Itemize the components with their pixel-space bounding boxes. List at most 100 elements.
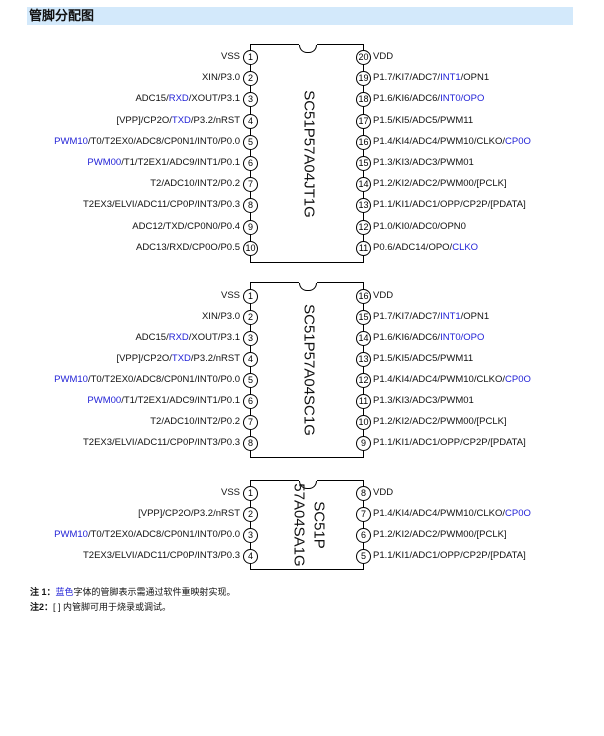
pin-function-text: PWM10 (54, 135, 88, 147)
pin-function-text: /T1/T2EX1/ADC9/INT1/P0.1 (121, 395, 240, 406)
pin-function-text: T2EX3/ELVI/ADC11/CP0P/INT3/P0.3 (83, 437, 240, 448)
pin-function-text: TXD (171, 353, 191, 364)
pin-function-text: VDD (373, 51, 394, 62)
pin-label: VDD (373, 487, 393, 499)
pin-function-text: P1.7/KI7/ADC7/ (373, 311, 441, 322)
pin-number: 5 (243, 373, 258, 388)
pin-function-text: ADC15/ (135, 332, 169, 343)
pin-label: XIN/P3.0 (202, 311, 240, 323)
pin-function-text: T2EX3/ELVI/ADC11/CP0P/INT3/P0.3 (83, 199, 240, 211)
note-2: 注2：[ ] 内管脚可用于烧录或调试。 (30, 602, 172, 612)
pin-function-text: XIN/P3.0 (201, 311, 240, 322)
pin-label: PWM00/T1/T2EX1/ADC9/INT1/P0.1 (87, 157, 240, 169)
chip-notch (299, 43, 317, 53)
pin-label: P1.2/KI2/ADC2/PWM00/[PCLK] (373, 178, 507, 190)
pin-label: P1.0/KI0/ADC0/OPN0 (373, 221, 466, 233)
pin-function-text: CLKO (452, 241, 479, 253)
pin-number: 6 (243, 156, 258, 171)
pin-number: 6 (356, 528, 371, 543)
pin-function-text: [VPP]/CP2O/P3.2/nRST (138, 508, 240, 519)
pin-number: 4 (243, 549, 258, 564)
pin-function-text: T2/ADC10/INT2/P0.2 (150, 416, 240, 427)
pin-function-text: INT0/OPO (440, 332, 485, 343)
pin-label: PWM10/T0/T2EX0/ADC8/CP0N1/INT0/P0.0 (54, 136, 240, 148)
pin-label: P1.5/KI5/ADC5/PWM11 (373, 115, 473, 127)
page-title: 管脚分配图 (27, 7, 573, 25)
pin-function-text: T2EX3/ELVI/ADC11/CP0P/INT3/P0.3 (83, 550, 240, 561)
pin-function-text: /T0/T2EX0/ADC8/CP0N1/INT0/P0.0 (87, 374, 240, 385)
pin-number: 6 (243, 394, 258, 409)
pin-number: 3 (243, 528, 258, 543)
pin-label: P1.1/KI1/ADC1/OPP/CP2P/[PDATA] (373, 437, 526, 449)
pin-number: 8 (243, 198, 258, 214)
pin-number: 5 (243, 134, 258, 150)
pin-number: 16 (356, 289, 371, 304)
pin-function-text: RXD (168, 332, 189, 343)
pin-number: 7 (243, 415, 258, 430)
pin-number: 10 (243, 240, 258, 256)
pin-function-text: INT1 (440, 72, 461, 84)
pin-function-text: TXD (171, 114, 191, 126)
pin-function-text: VSS (220, 487, 240, 498)
pin-function-text: CP0O (505, 508, 531, 519)
pin-function-text: P1.4/KI4/ADC4/PWM10/CLKO/ (373, 135, 505, 147)
pin-label: [VPP]/CP2O/TXD/P3.2/nRST (116, 115, 240, 127)
pin-function-text: ADC15/ (135, 93, 169, 105)
pin-function-text: /T1/T2EX1/ADC9/INT1/P0.1 (121, 157, 240, 168)
pin-function-text: [VPP]/CP2O/ (116, 353, 172, 364)
pin-function-text: /P3.2/nRST (190, 353, 240, 364)
pin-function-text: /T0/T2EX0/ADC8/CP0N1/INT0/P0.0 (87, 135, 240, 147)
pin-function-text: VSS (220, 290, 240, 301)
pin-function-text: P1.3/KI3/ADC3/PWM01 (373, 395, 474, 406)
pin-label: PWM00/T1/T2EX1/ADC9/INT1/P0.1 (87, 395, 240, 407)
pin-number: 17 (356, 113, 371, 129)
pin-label: T2EX3/ELVI/ADC11/CP0P/INT3/P0.3 (83, 550, 240, 562)
pin-label: P1.3/KI3/ADC3/PWM01 (373, 395, 474, 407)
pin-function-text: /OPN1 (460, 72, 490, 84)
pin-number: 12 (356, 373, 371, 388)
pin-function-text: CP0O (505, 135, 531, 147)
pin-function-text: P1.2/KI2/ADC2/PWM00/[PCLK] (373, 178, 507, 190)
chip-body (250, 281, 364, 458)
pin-label: ADC15/RXD/XOUT/P3.1 (135, 332, 240, 344)
pin-function-text: XIN/P3.0 (201, 72, 240, 84)
pin-number: 13 (356, 198, 371, 214)
pin-number: 1 (243, 289, 258, 304)
pin-number: 3 (243, 92, 258, 108)
pin-function-text: T2/ADC10/INT2/P0.2 (150, 178, 240, 190)
pin-function-text: P1.5/KI5/ADC5/PWM11 (373, 353, 474, 364)
pin-label: XIN/P3.0 (202, 72, 240, 84)
chip-name: SC51P57A04SC1G (300, 304, 317, 436)
pin-number: 2 (243, 71, 258, 87)
pin-function-text: ADC13/RXD/CP0O/P0.5 (135, 241, 240, 253)
pin-function-text: /OPN1 (460, 311, 490, 322)
pin-number: 7 (356, 507, 371, 522)
chip-name: 57A04SA1G (290, 483, 307, 567)
pin-number: 9 (243, 219, 258, 235)
pin-function-text: /XOUT/P3.1 (188, 93, 240, 105)
pin-number: 8 (356, 486, 371, 501)
pin-number: 4 (243, 113, 258, 129)
pin-label: VDD (373, 51, 393, 63)
pin-number: 5 (356, 549, 371, 564)
pin-number: 19 (356, 71, 371, 87)
pin-number: 3 (243, 331, 258, 346)
pin-label: VSS (221, 51, 240, 63)
pin-number: 15 (356, 156, 371, 171)
pin-label: P1.1/KI1/ADC1/OPP/CP2P/[PDATA] (373, 199, 526, 211)
pin-label: P1.4/KI4/ADC4/PWM10/CLKO/CP0O (373, 508, 531, 520)
pin-function-text: /XOUT/P3.1 (188, 332, 240, 343)
pin-label: P1.2/KI2/ADC2/PWM00/[PCLK] (373, 529, 507, 541)
pin-function-text: PWM10 (54, 374, 88, 385)
pin-function-text: /P3.2/nRST (190, 114, 240, 126)
pin-label: P1.6/KI6/ADC6/INT0/OPO (373, 332, 484, 344)
pin-number: 15 (356, 310, 371, 325)
pin-function-text: VDD (373, 487, 394, 498)
pin-function-text: VSS (220, 51, 240, 62)
pin-label: P1.7/KI7/ADC7/INT1/OPN1 (373, 72, 489, 84)
pin-label: T2/ADC10/INT2/P0.2 (150, 416, 240, 428)
chip-name: SC51P57A04JT1G (300, 89, 317, 218)
pin-label: P1.3/KI3/ADC3/PWM01 (373, 157, 474, 169)
pin-label: P1.4/KI4/ADC4/PWM10/CLKO/CP0O (373, 136, 531, 148)
pin-function-text: P1.2/KI2/ADC2/PWM00/[PCLK] (373, 416, 507, 427)
